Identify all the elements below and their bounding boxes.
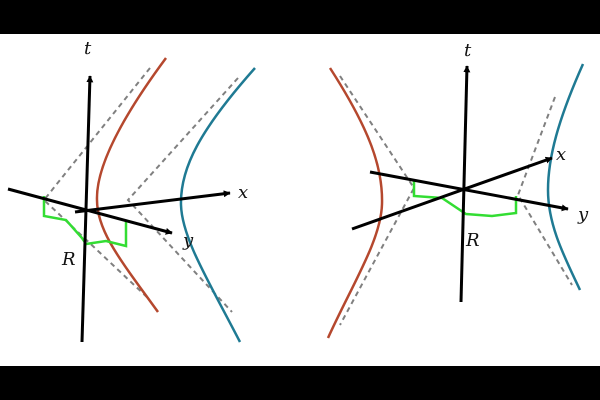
right-y-axis — [369, 170, 569, 212]
right-asymptote-left — [339, 75, 416, 326]
left-r-label: R — [61, 249, 76, 270]
left-y-label: y — [182, 230, 194, 251]
right-blue-hyperbola — [546, 63, 585, 291]
left-asymptote-outer — [42, 67, 151, 301]
right-panel: t x y R — [326, 40, 589, 339]
right-r-label: R — [465, 230, 480, 251]
left-blue-hyperbola — [179, 67, 256, 343]
left-asymptote-inner — [126, 77, 239, 313]
left-x-axis — [74, 190, 231, 214]
right-x-axis — [351, 156, 553, 231]
right-t-axis — [459, 65, 471, 303]
left-red-hyperbola — [95, 57, 168, 313]
left-x-label: x — [238, 182, 248, 203]
left-t-label: t — [84, 38, 92, 59]
right-y-label: y — [577, 204, 589, 225]
right-t-label: t — [464, 40, 472, 61]
letterbox-bottom — [0, 366, 600, 400]
diagram-canvas: t x y R t x — [0, 34, 600, 366]
left-y-axis — [7, 187, 173, 235]
right-green-path — [412, 180, 518, 218]
right-asymptote-right — [516, 96, 573, 286]
letterbox-top — [0, 0, 600, 34]
left-panel: t x y R — [7, 38, 256, 343]
right-x-label: x — [556, 144, 566, 165]
right-red-hyperbola — [326, 67, 384, 339]
diagram-svg: t x y R t x — [7, 38, 589, 343]
